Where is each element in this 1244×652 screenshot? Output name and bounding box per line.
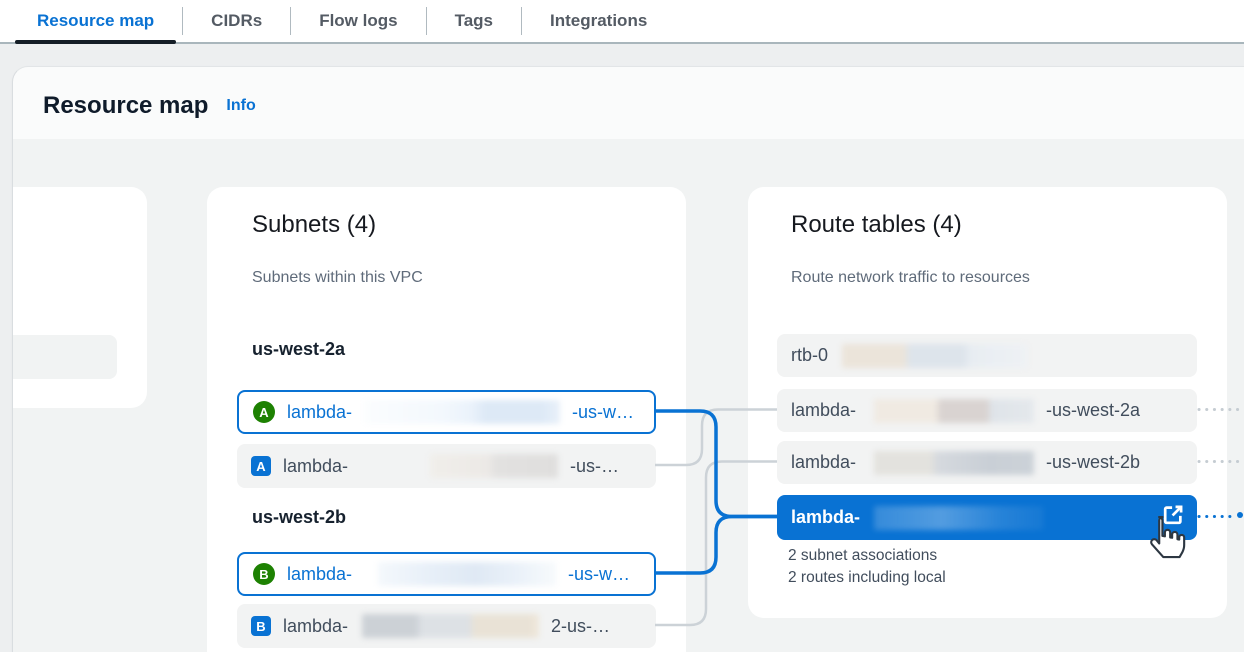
route-table-row-us-west-2b[interactable]: lambda- -us-west-2b — [777, 441, 1197, 484]
tab-cidrs[interactable]: CIDRs — [189, 0, 284, 42]
external-link-icon[interactable] — [1161, 503, 1185, 532]
redacted-text — [842, 343, 1028, 368]
subnets-column: Subnets (4) Subnets within this VPC us-w… — [207, 187, 686, 652]
tab-label: Tags — [454, 11, 493, 30]
az-b-green-badge: B — [253, 563, 275, 585]
az-a-green-badge: A — [253, 401, 275, 423]
subnet-name-prefix: lambda- — [287, 401, 353, 422]
redacted-text — [874, 450, 1035, 475]
subnet-row-selected-2b[interactable]: B lambda- -us-w… — [237, 552, 656, 596]
az-header-us-west-2a: us-west-2a — [252, 339, 346, 359]
tab-flow-logs[interactable]: Flow logs — [297, 0, 419, 42]
route-table-details: 2 subnet associations 2 routes including… — [788, 545, 946, 589]
route-table-row-selected[interactable]: lambda- — [777, 495, 1197, 540]
resource-map-panel: Resource map Info Subnets (4) Subnets wi… — [12, 66, 1244, 652]
route-table-prefix: lambda- — [791, 507, 861, 527]
subnet-name-prefix: lambda- — [283, 615, 349, 636]
subnet-row-2a[interactable]: A lambda- -us-… — [237, 444, 656, 488]
tab-divider — [290, 7, 292, 35]
route-tables-column: Route tables (4) Route network traffic t… — [748, 187, 1227, 618]
az-a-blue-badge: A — [251, 456, 271, 476]
subnet-name-prefix: lambda- — [283, 455, 349, 476]
tab-divider — [182, 7, 184, 35]
subnet-name-suffix: -us-w… — [568, 563, 631, 584]
tab-integrations[interactable]: Integrations — [528, 0, 669, 42]
tab-resource-map[interactable]: Resource map — [15, 0, 177, 44]
tab-divider — [425, 7, 427, 35]
page-title: Resource map — [43, 92, 209, 119]
redacted-text — [362, 614, 540, 638]
subnet-name-suffix: 2-us-… — [551, 615, 611, 636]
route-tables-title: Route tables (4) — [791, 211, 962, 238]
route-table-suffix: -us-west-2b — [1046, 452, 1141, 472]
route-table-prefix: rtb-0 — [791, 345, 829, 365]
route-tables-subtitle: Route network traffic to resources — [791, 269, 1030, 286]
redacted-text — [874, 505, 1045, 530]
tab-bar: Resource map CIDRs Flow logs Tags Integr… — [0, 0, 1244, 44]
redacted-text — [378, 562, 557, 586]
az-header-us-west-2b: us-west-2b — [252, 507, 347, 527]
subnet-name-suffix: -us-… — [570, 455, 620, 476]
tab-tags[interactable]: Tags — [433, 0, 515, 42]
tab-label: CIDRs — [211, 11, 263, 30]
redacted-text — [430, 454, 559, 478]
subnets-title: Subnets (4) — [252, 211, 377, 238]
route-table-row-rtb[interactable]: rtb-0 — [777, 334, 1197, 377]
redacted-text — [874, 398, 1035, 423]
panel-header: Resource map Info — [13, 67, 1244, 139]
info-link[interactable]: Info — [226, 97, 256, 114]
az-b-blue-badge: B — [251, 616, 271, 636]
subnets-subtitle: Subnets within this VPC — [252, 269, 423, 286]
subnet-name-suffix: -us-w… — [572, 401, 635, 422]
tab-label: Flow logs — [319, 11, 398, 30]
tab-divider — [521, 7, 522, 35]
subnet-name-prefix: lambda- — [287, 563, 353, 584]
routes-count-text: 2 routes including local — [788, 569, 946, 586]
redacted-text — [364, 400, 561, 424]
route-table-suffix: -us-west-2a — [1046, 400, 1141, 420]
route-table-prefix: lambda- — [791, 400, 857, 420]
subnet-row-selected-2a[interactable]: A lambda- -us-w… — [237, 390, 656, 434]
route-table-prefix: lambda- — [791, 452, 857, 472]
resource-map-canvas: Subnets (4) Subnets within this VPC us-w… — [13, 139, 1244, 652]
vpc-resource-item[interactable] — [13, 335, 117, 379]
subnet-associations-text: 2 subnet associations — [788, 547, 938, 564]
subnet-row-2b[interactable]: B lambda- 2-us-… — [237, 604, 656, 648]
tab-label: Integrations — [550, 11, 648, 30]
tab-label: Resource map — [37, 11, 155, 30]
route-table-row-us-west-2a[interactable]: lambda- -us-west-2a — [777, 389, 1197, 432]
